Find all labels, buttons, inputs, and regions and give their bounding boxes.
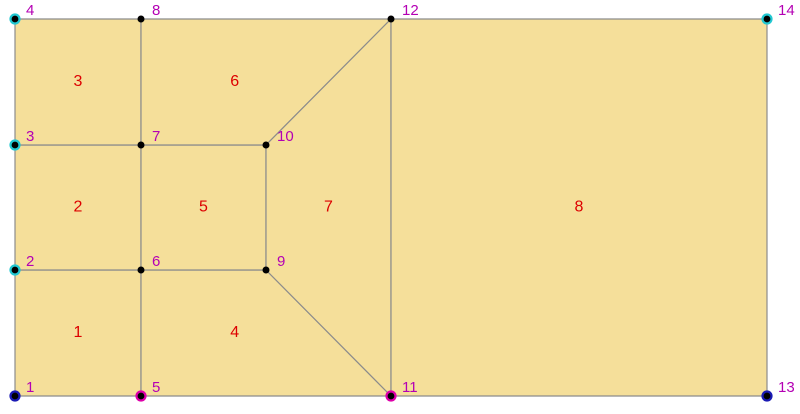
node-label-10: 10 [277, 128, 294, 145]
element-label-1: 1 [74, 324, 83, 341]
element-label-5: 5 [199, 199, 208, 216]
node-label-8: 8 [152, 2, 160, 19]
node-label-11: 11 [402, 379, 418, 396]
node-1 [9, 390, 21, 402]
node-10 [262, 141, 270, 149]
node-14 [761, 13, 773, 25]
node-label-6: 6 [152, 253, 160, 270]
element-label-7: 7 [324, 199, 333, 216]
node-8 [137, 15, 145, 23]
node-11 [385, 390, 397, 402]
node-label-4: 4 [26, 2, 34, 19]
node-13 [761, 390, 773, 402]
element-label-6: 6 [230, 73, 239, 90]
elements-layer [14, 17, 768, 398]
node-2 [9, 264, 21, 276]
node-6 [137, 266, 145, 274]
node-12 [387, 15, 395, 23]
element-label-2: 2 [74, 199, 83, 216]
node-label-9: 9 [277, 253, 285, 270]
node-label-3: 3 [26, 128, 34, 145]
element-label-3: 3 [74, 73, 83, 90]
node-7 [137, 141, 145, 149]
node-5 [135, 390, 147, 402]
nodes-layer [9, 13, 773, 402]
element-labels-layer: 1 2 3 4 5 6 7 8 [74, 73, 584, 341]
node-4 [9, 13, 21, 25]
node-9 [262, 266, 270, 274]
node-label-5: 5 [152, 379, 160, 396]
node-label-2: 2 [26, 253, 34, 270]
node-label-12: 12 [402, 2, 419, 19]
element-label-8: 8 [575, 199, 584, 216]
node-label-14: 14 [778, 2, 795, 19]
element-label-4: 4 [230, 324, 239, 341]
node-3 [9, 139, 21, 151]
node-label-13: 13 [778, 379, 795, 396]
node-label-7: 7 [152, 128, 160, 145]
node-label-1: 1 [26, 379, 34, 396]
